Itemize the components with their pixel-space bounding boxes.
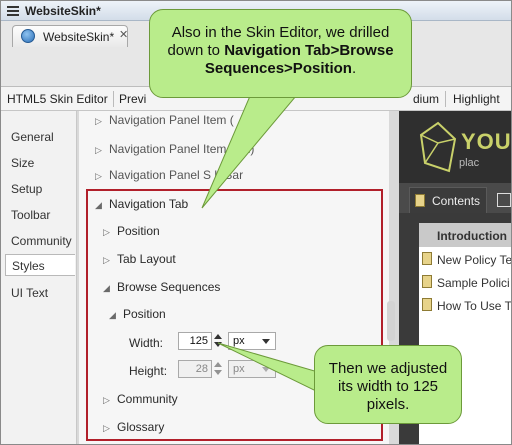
tree-row-label: Glossary [117, 420, 165, 434]
height-unit-value: px [233, 363, 245, 375]
preview-logo-subtitle: plac [459, 157, 480, 169]
spin-down-icon[interactable] [214, 342, 222, 347]
tree-row-tab-layout[interactable]: ▷ Tab Layout [103, 252, 176, 272]
expand-arrow-icon[interactable]: ▷ [95, 116, 102, 126]
collapse-arrow-icon[interactable]: ◢ [109, 310, 116, 320]
expand-arrow-icon[interactable]: ▷ [103, 395, 110, 405]
preview-tab-bar: Contents [399, 183, 511, 213]
callout-top-line3-suffix: . [351, 60, 357, 77]
skin-sidenav: General Size Setup Toolbar Community Sty… [1, 111, 77, 444]
callout-top: Also in the Skin Editor, we drilled down… [149, 9, 412, 98]
spin-up-icon[interactable] [214, 362, 222, 367]
sidenav-item-size[interactable]: Size [11, 156, 35, 170]
sidenav-item-community[interactable]: Community [11, 234, 72, 248]
height-spinner[interactable] [213, 360, 223, 378]
preview-toc-heading[interactable]: Introduction [419, 223, 511, 247]
height-input[interactable]: 28 [178, 360, 212, 378]
preview-button[interactable]: Previ [119, 92, 147, 106]
callout-bottom-line3: pixels. [366, 396, 410, 413]
tree-row-label: Tab Layout [117, 252, 176, 266]
chevron-down-icon [262, 339, 270, 344]
preview-toc-item[interactable]: New Policy Te [419, 249, 512, 269]
callout-bottom-line2: its width to 125 [337, 378, 439, 395]
tree-row-label: Navigation Tab [109, 197, 189, 211]
sidenav-item-general[interactable]: General [11, 130, 54, 144]
document-icon [422, 298, 432, 311]
tree-row-glossary[interactable]: ▷ Glossary [103, 420, 164, 440]
tree-row-community[interactable]: ▷ Community [103, 392, 178, 412]
preview-toc-item[interactable]: Sample Polici [419, 272, 511, 292]
chevron-down-icon [262, 367, 270, 372]
expand-arrow-icon[interactable]: ▷ [103, 255, 110, 265]
expand-arrow-icon[interactable]: ▷ [95, 171, 102, 181]
toolbar-divider [445, 91, 446, 107]
preview-toc-item-label: New Policy Te [437, 253, 512, 267]
preview-toc-item-label: How To Use T [437, 299, 512, 313]
collapse-arrow-icon[interactable]: ◢ [103, 283, 110, 293]
callout-top-line1: Also in the Skin Editor, we drilled [171, 24, 390, 41]
skin-globe-icon [21, 29, 35, 43]
tree-row-browse-sequences[interactable]: ◢ Browse Sequences [103, 280, 220, 300]
callout-top-line3: Sequences>Position. [158, 60, 403, 78]
tree-row-label: Position [117, 224, 160, 238]
height-label: Height: [129, 364, 168, 378]
width-spinner[interactable] [213, 332, 223, 350]
expand-arrow-icon[interactable]: ▷ [103, 227, 110, 237]
callout-top-line3-bold: Sequences>Position [204, 60, 352, 77]
preview-toc-item[interactable]: How To Use T [419, 295, 512, 315]
tree-scrollbar[interactable] [387, 301, 395, 341]
tree-row-label: Position [123, 307, 166, 321]
skin-editor-label: HTML5 Skin Editor [7, 92, 108, 106]
highlight-button[interactable]: Highlight [453, 92, 500, 106]
sidenav-item-styles[interactable]: Styles [5, 254, 75, 276]
logo-icon [419, 121, 457, 173]
preview-tab-contents[interactable]: Contents [409, 187, 487, 213]
close-icon[interactable]: ✕ [119, 29, 129, 41]
spin-down-icon[interactable] [214, 370, 222, 375]
callout-bottom-line1: Then we adjusted [328, 360, 448, 377]
document-icon [422, 275, 432, 288]
document-icon [422, 252, 432, 265]
width-label: Width: [129, 336, 164, 350]
hamburger-menu-icon[interactable] [7, 6, 19, 16]
width-input[interactable]: 125 [178, 332, 212, 350]
tree-row-position[interactable]: ▷ Position [103, 224, 160, 244]
window-title: WebsiteSkin* [25, 4, 101, 18]
tree-row-nav-panel-search-bar[interactable]: ▷ Navigation Panel S h Bar [95, 168, 243, 188]
document-tab[interactable]: WebsiteSkin* ✕ [12, 25, 128, 47]
expand-arrow-icon[interactable]: ▷ [103, 423, 110, 433]
tree-row-browse-position[interactable]: ◢ Position [109, 307, 166, 327]
callout-bottom: Then we adjusted its width to 125 pixels… [314, 345, 462, 424]
toolbar-divider [113, 91, 114, 107]
preview-logo-text: YOU [461, 129, 512, 154]
index-tab-icon[interactable] [497, 193, 511, 207]
width-unit-select[interactable]: px [228, 332, 276, 350]
expand-arrow-icon[interactable]: ▷ [95, 145, 102, 155]
tree-row-navigation-tab[interactable]: ◢ Navigation Tab [95, 197, 188, 217]
book-icon [415, 194, 425, 207]
collapse-arrow-icon[interactable]: ◢ [95, 200, 102, 210]
annotation-highlight-box [86, 189, 383, 441]
tree-row-label: Community [117, 392, 178, 406]
preview-header: YOU plac [399, 111, 512, 183]
sidenav-item-setup[interactable]: Setup [11, 182, 43, 196]
preview-toc-list: Introduction New Policy Te Sample Polici… [419, 223, 512, 444]
callout-top-line2-bold: Navigation Tab>Browse [224, 42, 394, 59]
width-unit-value: px [233, 335, 245, 347]
tree-row-nav-panel-item-selected[interactable]: ▷ Navigation Panel Item ( ed) [95, 142, 254, 162]
callout-top-line2-prefix: down to [167, 42, 225, 59]
medium-selector[interactable]: dium [413, 92, 440, 106]
preview-tab-label: Contents [432, 194, 481, 208]
sidenav-item-ui-text[interactable]: UI Text [11, 286, 49, 300]
sidenav-item-toolbar[interactable]: Toolbar [11, 208, 51, 222]
tree-row-nav-panel-item[interactable]: ▷ Navigation Panel Item ( [95, 113, 234, 133]
spin-up-icon[interactable] [214, 334, 222, 339]
preview-toc-item-label: Sample Polici [437, 276, 510, 290]
document-tab-label: WebsiteSkin* [43, 30, 115, 44]
callout-top-line2: down to Navigation Tab>Browse [158, 42, 403, 60]
tree-row-label: Navigation Panel S h Bar [109, 168, 244, 182]
tree-row-label: Navigation Panel Item ( [109, 113, 234, 127]
tree-row-label: Navigation Panel Item ( ed) [109, 142, 255, 156]
tree-row-label: Browse Sequences [117, 280, 221, 294]
